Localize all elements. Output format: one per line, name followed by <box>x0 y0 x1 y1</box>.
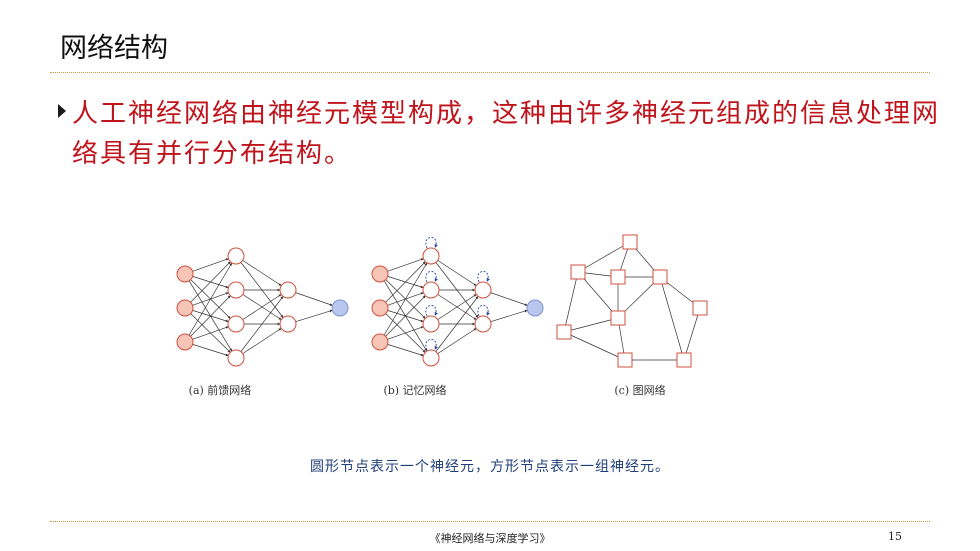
bullet-triangle-icon <box>58 104 66 118</box>
hidden-neuron <box>279 315 297 333</box>
page-number: 15 <box>888 530 902 543</box>
hidden-neuron <box>227 281 245 299</box>
input-neuron <box>371 299 389 317</box>
edge <box>437 294 477 320</box>
edge <box>192 258 229 272</box>
recurrent-loop <box>425 270 438 283</box>
graph-node <box>652 269 668 285</box>
bullet-text: 人工神经网络由神经元模型构成，这种由许多神经元组成的信息处理网络具有并行分布结构… <box>72 99 941 169</box>
bullet-point: 人工神经网络由神经元模型构成，这种由许多神经元组成的信息处理网络具有并行分布结构… <box>58 94 948 174</box>
graph-edge <box>577 271 619 319</box>
edge <box>490 309 528 322</box>
edge <box>188 262 233 336</box>
graph-edge <box>563 317 619 333</box>
recurrent-loop <box>477 304 490 317</box>
hidden-neuron <box>474 315 492 333</box>
input-neuron <box>371 333 389 351</box>
hidden-neuron <box>422 281 440 299</box>
edge <box>295 309 333 322</box>
graph-node <box>556 324 572 340</box>
output-neuron <box>331 299 349 317</box>
input-neuron <box>176 265 194 283</box>
figure-caption: 圆形节点表示一个神经元，方形节点表示一组神经元。 <box>310 459 670 475</box>
edge <box>383 262 428 336</box>
edge <box>190 295 231 337</box>
edge <box>242 260 282 286</box>
output-neuron <box>526 299 544 317</box>
graph-edge <box>563 271 579 333</box>
panel-b-label: (b) 记忆网络 <box>383 383 446 397</box>
edge <box>387 344 424 357</box>
graph-node <box>570 264 586 280</box>
edge <box>385 261 426 303</box>
slide-title: 网络结构 <box>60 33 168 64</box>
edge <box>242 294 282 320</box>
graph-edge <box>683 307 701 361</box>
panel-a-label: (a) 前馈网络 <box>189 383 252 397</box>
graph-node <box>610 310 626 326</box>
recurrent-loop <box>425 236 438 249</box>
edge <box>240 296 284 352</box>
hidden-neuron <box>474 281 492 299</box>
graph-network <box>556 234 708 368</box>
hidden-neuron <box>279 281 297 299</box>
edge <box>385 295 426 337</box>
edge <box>242 328 282 354</box>
graph-node <box>692 300 708 316</box>
graph-edge <box>563 331 626 361</box>
hidden-neuron <box>422 349 440 367</box>
edge <box>295 292 333 306</box>
graph-node <box>676 352 692 368</box>
graph-edge <box>577 241 631 273</box>
memory-network <box>371 236 544 367</box>
edge <box>437 260 477 286</box>
input-neuron <box>176 333 194 351</box>
footer-divider <box>50 521 930 522</box>
input-neuron <box>176 299 194 317</box>
footer-book-title: 《神经网络与深度学习》 <box>429 532 551 545</box>
hidden-neuron <box>422 247 440 265</box>
graph-node <box>610 269 626 285</box>
hidden-neuron <box>227 349 245 367</box>
title-divider <box>50 72 930 73</box>
edge <box>192 344 229 357</box>
graph-node <box>617 352 633 368</box>
graph-node <box>622 234 638 250</box>
edge <box>192 326 229 340</box>
network-figure: (a) 前馈网络 (b) 记忆网络 (c) 图网络 <box>176 234 708 397</box>
panel-c-label: (c) 图网络 <box>614 383 665 397</box>
input-neuron <box>371 265 389 283</box>
recurrent-loop <box>425 304 438 317</box>
edge <box>387 326 424 340</box>
edge <box>190 261 231 303</box>
recurrent-loop <box>425 338 438 351</box>
edge <box>435 296 479 352</box>
graph-edge <box>659 276 685 361</box>
hidden-neuron <box>422 315 440 333</box>
edge <box>437 328 477 354</box>
edge <box>490 292 528 306</box>
edge <box>387 258 424 272</box>
recurrent-loop <box>477 270 490 283</box>
hidden-neuron <box>227 315 245 333</box>
hidden-neuron <box>227 247 245 265</box>
feedforward-network <box>176 247 349 367</box>
